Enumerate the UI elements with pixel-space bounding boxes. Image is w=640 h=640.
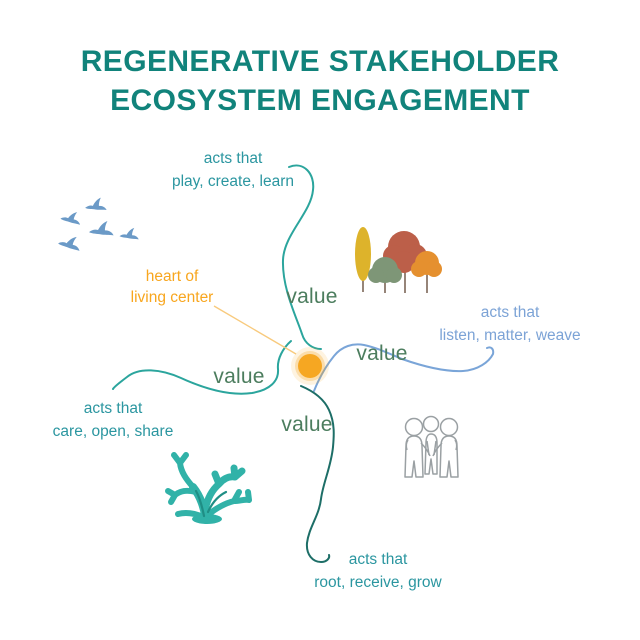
tree-green	[368, 257, 402, 283]
branch-right-acts-line2: listen, matter, weave	[439, 327, 581, 344]
people-group-illustration	[404, 415, 459, 478]
branch-top-curve	[281, 164, 322, 350]
branch-top-acts-line2: play, create, learn	[171, 173, 295, 190]
tree-cypress	[355, 227, 371, 281]
page-title-line2: ECOSYSTEM ENGAGEMENT	[110, 84, 530, 117]
coral-illustration	[165, 452, 252, 524]
heart-connector-line	[213, 305, 297, 355]
branch-left-acts-line2: care, open, share	[52, 423, 174, 440]
branch-bottom-value-label: value	[281, 413, 333, 436]
heart-of-living-center-dot	[291, 347, 329, 385]
heart-center-label-line1: heart of	[145, 268, 199, 285]
branch-left-curve	[112, 340, 292, 395]
trees-illustration	[355, 227, 442, 293]
birds-flock-illustration	[57, 197, 139, 251]
branch-bottom-acts-line2: root, receive, grow	[314, 574, 442, 591]
branch-right-curve	[313, 343, 495, 392]
branch-bottom-acts-label: acts that root, receive, grow	[314, 548, 442, 594]
branch-top-acts-label: acts that play, create, learn	[172, 147, 294, 193]
branch-bottom-acts-line1: acts that	[348, 551, 408, 568]
tree-orange	[411, 251, 442, 277]
branch-bottom-curve	[300, 385, 335, 564]
page-title-line1: REGENERATIVE STAKEHOLDER	[80, 45, 560, 78]
heart-center-label-line2: living center	[130, 289, 214, 306]
branch-top-acts-line1: acts that	[203, 150, 263, 167]
branch-right-acts-label: acts that listen, matter, weave	[439, 301, 580, 347]
heart-center-label: heart of living center	[131, 266, 214, 308]
branch-top-value-label: value	[286, 285, 338, 308]
branch-right-value-label: value	[356, 342, 408, 365]
branch-left-acts-line1: acts that	[83, 400, 143, 417]
branch-right-acts-line1: acts that	[480, 304, 540, 321]
branch-left-value-label: value	[213, 365, 265, 388]
branch-left-acts-label: acts that care, open, share	[53, 397, 174, 443]
page-title: REGENERATIVE STAKEHOLDER ECOSYSTEM ENGAG…	[0, 42, 640, 120]
